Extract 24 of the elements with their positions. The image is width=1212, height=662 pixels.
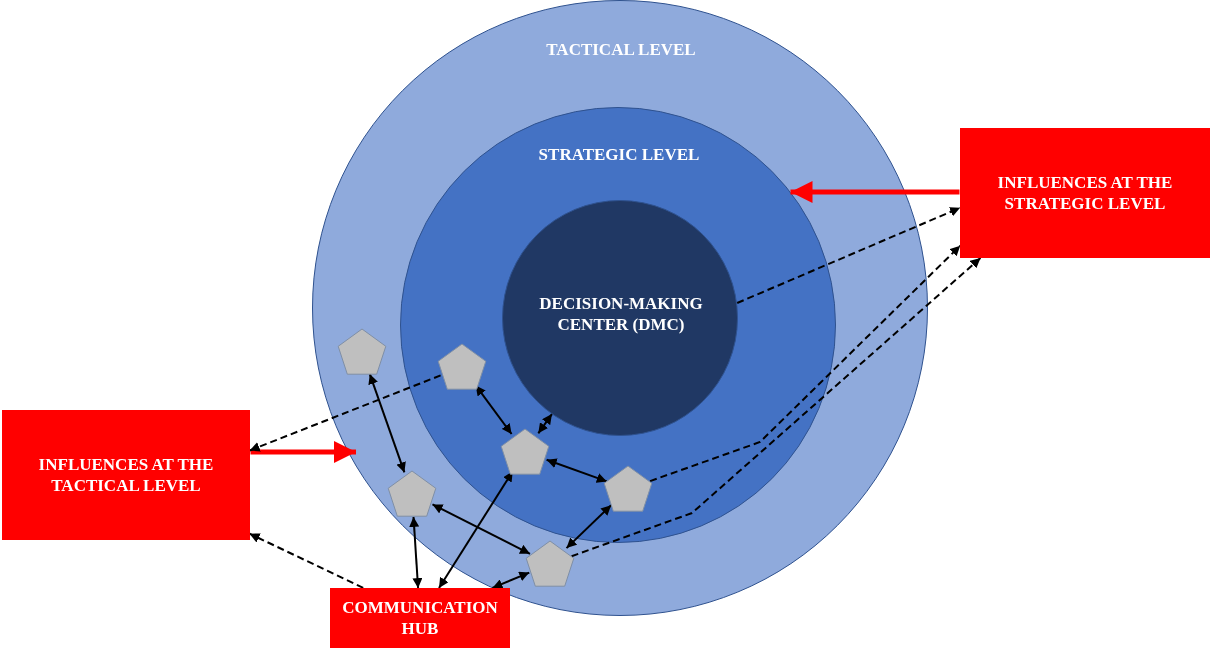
arrow bbox=[248, 532, 365, 589]
level-label: TACTICAL LEVEL bbox=[545, 39, 697, 60]
arrow bbox=[565, 504, 613, 550]
arrow bbox=[537, 413, 553, 435]
arrow bbox=[545, 458, 608, 483]
arrow bbox=[491, 571, 531, 589]
callout-box bbox=[2, 410, 250, 540]
callout-box bbox=[960, 128, 1210, 258]
arrow bbox=[368, 373, 406, 474]
arrow bbox=[474, 384, 513, 435]
box-label: INFLUENCES AT THE TACTICAL LEVEL bbox=[37, 454, 215, 496]
arrow bbox=[409, 515, 423, 590]
arrow bbox=[250, 441, 356, 463]
box-label: COMMUNICATION HUB bbox=[341, 597, 499, 639]
arrow bbox=[248, 374, 442, 452]
arrow bbox=[736, 206, 962, 304]
arrow bbox=[649, 244, 962, 483]
level-label: STRATEGIC LEVEL bbox=[537, 144, 701, 165]
level-label: DECISION-MAKING CENTER (DMC) bbox=[538, 293, 704, 335]
arrow bbox=[790, 181, 960, 203]
arrow bbox=[570, 257, 982, 558]
box-label: INFLUENCES AT THE STRATEGIC LEVEL bbox=[996, 172, 1174, 214]
arrow bbox=[431, 503, 531, 555]
callout-box bbox=[330, 588, 510, 648]
